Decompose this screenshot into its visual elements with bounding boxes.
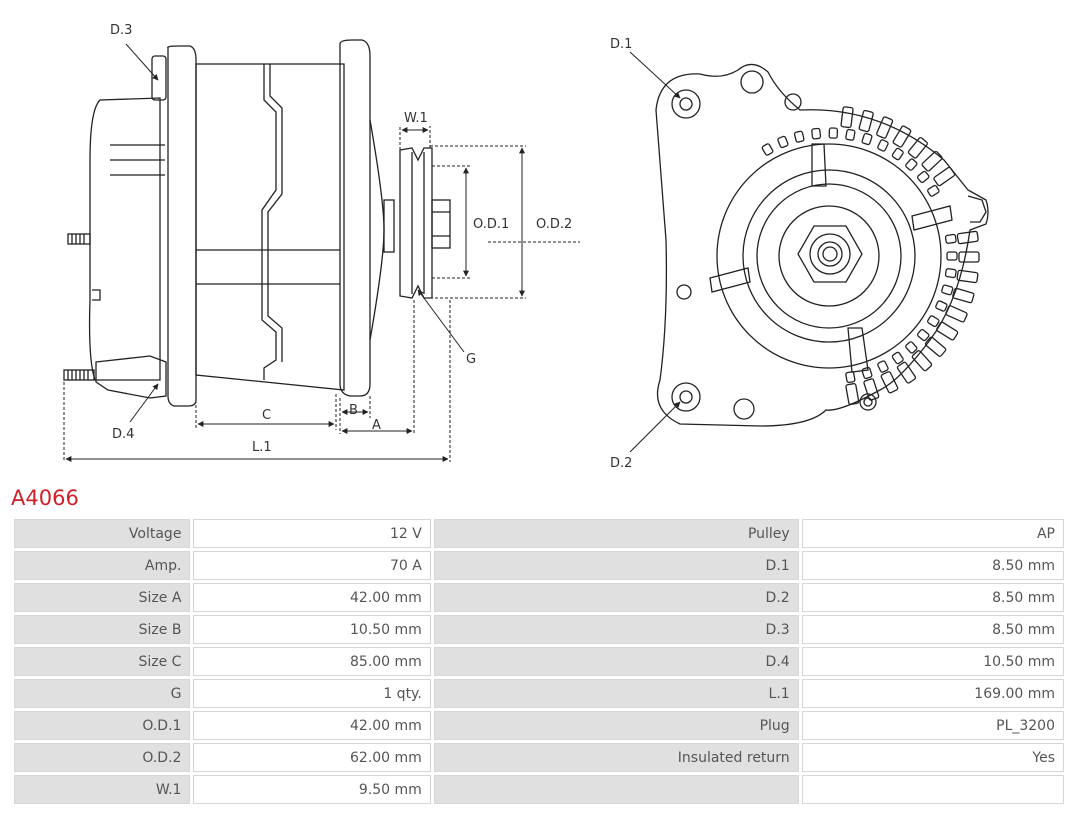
table-row: Size B 10.50 mm D.3 8.50 mm bbox=[14, 615, 1064, 644]
spec-value: 42.00 mm bbox=[193, 583, 431, 612]
spec-value: AP bbox=[801, 519, 1064, 548]
product-code: A4066 bbox=[11, 486, 79, 510]
table-row: O.D.2 62.00 mm Insulated return Yes bbox=[14, 743, 1064, 772]
spec-key: D.4 bbox=[433, 647, 799, 676]
label-d2: D.2 bbox=[610, 456, 632, 471]
spec-value: 8.50 mm bbox=[801, 615, 1064, 644]
label-l1: L.1 bbox=[252, 440, 272, 455]
spec-value: 9.50 mm bbox=[193, 775, 431, 804]
spec-value: 8.50 mm bbox=[801, 551, 1064, 580]
spec-key: Amp. bbox=[14, 551, 191, 580]
spec-value: 42.00 mm bbox=[193, 711, 431, 740]
spec-key: G bbox=[14, 679, 191, 708]
spec-key: W.1 bbox=[14, 775, 191, 804]
spec-key: Size C bbox=[14, 647, 191, 676]
spec-value: 1 qty. bbox=[193, 679, 431, 708]
label-od1: O.D.1 bbox=[473, 217, 509, 232]
spec-value: PL_3200 bbox=[801, 711, 1064, 740]
spec-value: 10.50 mm bbox=[193, 615, 431, 644]
spec-value: 169.00 mm bbox=[801, 679, 1064, 708]
spec-key: L.1 bbox=[433, 679, 799, 708]
label-c: C bbox=[262, 408, 271, 423]
spec-value: 12 V bbox=[193, 519, 431, 548]
side-view bbox=[63, 39, 451, 407]
table-row: Voltage 12 V Pulley AP bbox=[14, 519, 1064, 548]
spec-value bbox=[801, 775, 1064, 804]
side-dimensions bbox=[63, 43, 580, 462]
table-row: Size A 42.00 mm D.2 8.50 mm bbox=[14, 583, 1064, 612]
spec-key: O.D.2 bbox=[14, 743, 191, 772]
label-g: G bbox=[466, 352, 476, 367]
table-row: W.1 9.50 mm bbox=[14, 775, 1064, 804]
spec-key: D.1 bbox=[433, 551, 799, 580]
table-row: Amp. 70 A D.1 8.50 mm bbox=[14, 551, 1064, 580]
label-w1: W.1 bbox=[404, 111, 428, 126]
spec-value: 8.50 mm bbox=[801, 583, 1064, 612]
spec-key: D.2 bbox=[433, 583, 799, 612]
spec-value: Yes bbox=[801, 743, 1064, 772]
front-view bbox=[655, 63, 989, 427]
spec-key: Voltage bbox=[14, 519, 191, 548]
label-b: B bbox=[349, 403, 358, 418]
alternator-technical-drawing: D.3 W.1 O.D.1 O.D.2 G B C A D.4 L.1 D.1 … bbox=[63, 23, 989, 471]
spec-key: Plug bbox=[433, 711, 799, 740]
table-row: O.D.1 42.00 mm Plug PL_3200 bbox=[14, 711, 1064, 740]
spec-key: Insulated return bbox=[433, 743, 799, 772]
table-row: Size C 85.00 mm D.4 10.50 mm bbox=[14, 647, 1064, 676]
label-d1: D.1 bbox=[610, 37, 632, 52]
spec-key: Size A bbox=[14, 583, 191, 612]
spec-key: D.3 bbox=[433, 615, 799, 644]
label-od2: O.D.2 bbox=[536, 217, 572, 232]
spec-value: 10.50 mm bbox=[801, 647, 1064, 676]
spec-key: O.D.1 bbox=[14, 711, 191, 740]
spec-key bbox=[433, 775, 799, 804]
spec-table: Voltage 12 V Pulley AP Amp. 70 A D.1 8.5… bbox=[11, 516, 1067, 807]
label-d3: D.3 bbox=[110, 23, 132, 38]
spec-key: Size B bbox=[14, 615, 191, 644]
table-row: G 1 qty. L.1 169.00 mm bbox=[14, 679, 1064, 708]
spec-value: 62.00 mm bbox=[193, 743, 431, 772]
spec-key: Pulley bbox=[433, 519, 799, 548]
label-a: A bbox=[372, 418, 381, 433]
spec-value: 85.00 mm bbox=[193, 647, 431, 676]
label-d4: D.4 bbox=[112, 427, 134, 442]
spec-value: 70 A bbox=[193, 551, 431, 580]
front-leaders bbox=[629, 51, 681, 453]
